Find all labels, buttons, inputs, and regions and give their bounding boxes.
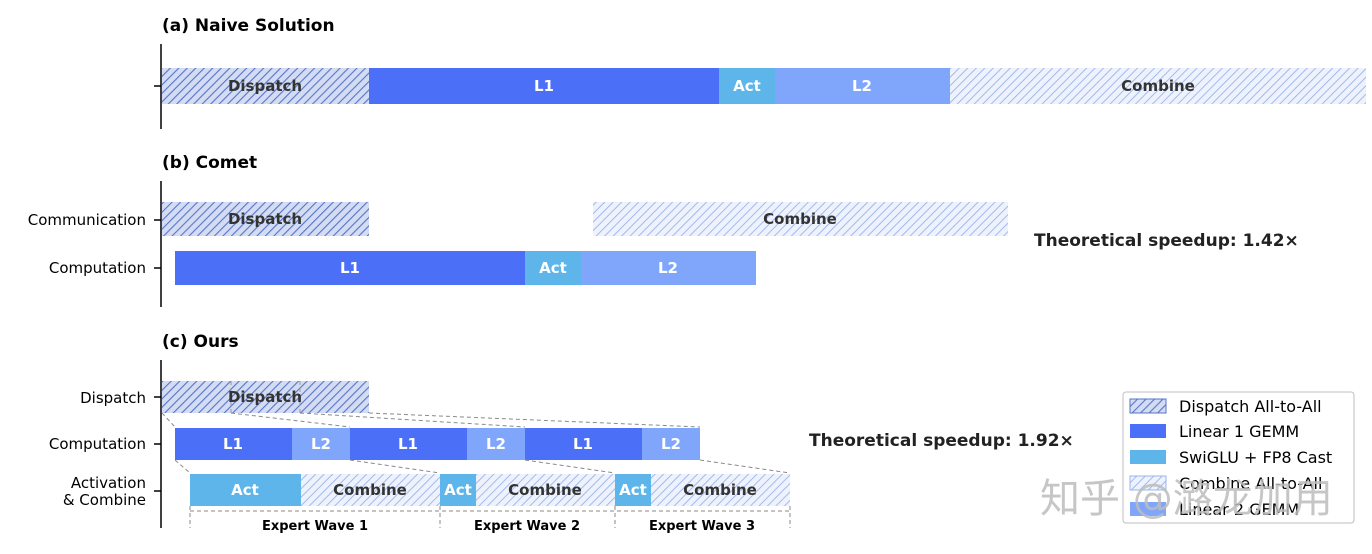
combine-segment xyxy=(301,474,440,506)
connector-line xyxy=(368,412,701,428)
connector-line xyxy=(299,412,526,428)
l1-label: L1 xyxy=(534,77,554,95)
l2-segment xyxy=(292,428,350,460)
act-label: Act xyxy=(231,481,259,499)
legend-label-dispatch: Dispatch All-to-All xyxy=(1179,397,1322,416)
dispatch-connectors xyxy=(161,412,701,428)
computation-connectors xyxy=(174,459,791,474)
panel-a: (a) Naive Solution Dispatch L1 Act L2 Co… xyxy=(154,16,1366,129)
legend-box xyxy=(1122,391,1355,524)
connector-line xyxy=(161,412,176,428)
connector-line xyxy=(699,459,791,474)
act-segment xyxy=(719,68,775,104)
l1-label: L1 xyxy=(573,435,593,453)
expert-wave-3-label: Expert Wave 3 xyxy=(649,519,755,534)
l1-segment xyxy=(175,428,292,460)
wave-brackets xyxy=(189,506,791,528)
legend-swatch-linear1 xyxy=(1130,424,1166,438)
speedup-comet: Theoretical speedup: 1.42× xyxy=(1034,231,1299,251)
panel-a-title: (a) Naive Solution xyxy=(162,16,335,36)
expert-wave-1-label: Expert Wave 1 xyxy=(262,519,368,534)
act-segment xyxy=(190,474,301,506)
legend: Dispatch All-to-All Linear 1 GEMM SwiGLU… xyxy=(1122,391,1355,524)
act-label: Act xyxy=(619,481,647,499)
legend-swatch-linear2 xyxy=(1130,502,1166,516)
l2-segment xyxy=(775,68,950,104)
row-label-computation: Computation xyxy=(49,435,146,453)
dispatch-label: Dispatch xyxy=(228,210,302,228)
combine-segment xyxy=(651,474,790,506)
legend-label-linear2: Linear 2 GEMM xyxy=(1179,500,1299,519)
combine-label: Combine xyxy=(1121,77,1195,95)
combine-label: Combine xyxy=(763,210,837,228)
panel-c: (c) Ours Dispatch Computation Activation… xyxy=(49,332,1074,534)
l1-label: L1 xyxy=(223,435,243,453)
combine-segment xyxy=(950,68,1366,104)
dispatch-label: Dispatch xyxy=(228,77,302,95)
combine-label: Combine xyxy=(333,481,407,499)
act-segment xyxy=(615,474,651,506)
panel-b: (b) Comet Communication Computation Disp… xyxy=(28,153,1299,307)
row-label-dispatch: Dispatch xyxy=(80,389,146,407)
legend-swatch-combine xyxy=(1129,475,1167,491)
act-label: Act xyxy=(539,259,567,277)
dispatch-segment xyxy=(162,202,369,236)
expert-wave-2-label: Expert Wave 2 xyxy=(474,519,580,534)
dispatch-label: Dispatch xyxy=(228,388,302,406)
l1-segment xyxy=(350,428,467,460)
legend-label-combine: Combine All-to-All xyxy=(1179,474,1322,493)
combine-segment xyxy=(476,474,615,506)
speedup-ours: Theoretical speedup: 1.92× xyxy=(809,431,1074,451)
l2-label: L2 xyxy=(658,259,678,277)
connector-line xyxy=(524,459,616,474)
row-label-combine: & Combine xyxy=(63,491,146,509)
l1-label: L1 xyxy=(398,435,418,453)
row-label-activation: Activation xyxy=(71,474,146,492)
l2-segment xyxy=(467,428,525,460)
l2-label: L2 xyxy=(311,435,331,453)
l1-label: L1 xyxy=(340,259,360,277)
l2-label: L2 xyxy=(486,435,506,453)
connector-line xyxy=(174,459,191,474)
legend-swatch-dispatch xyxy=(1129,398,1167,414)
connector-line xyxy=(230,412,351,428)
legend-label-linear1: Linear 1 GEMM xyxy=(1179,422,1299,441)
l2-segment xyxy=(581,251,756,285)
panel-c-title: (c) Ours xyxy=(162,332,239,352)
act-segment xyxy=(525,251,581,285)
act-label: Act xyxy=(444,481,472,499)
l2-label: L2 xyxy=(852,77,872,95)
row-label-computation: Computation xyxy=(49,259,146,277)
l2-label: L2 xyxy=(661,435,681,453)
watermark: 知乎 @潞龙加用 xyxy=(1040,476,1333,522)
dispatch-segment xyxy=(162,381,369,413)
l2-segment xyxy=(642,428,700,460)
act-label: Act xyxy=(733,77,761,95)
dispatch-segment xyxy=(162,68,369,104)
combine-label: Combine xyxy=(508,481,582,499)
panel-b-title: (b) Comet xyxy=(162,153,257,173)
connector-line xyxy=(349,459,441,474)
act-segment xyxy=(440,474,476,506)
legend-label-swiglu: SwiGLU + FP8 Cast xyxy=(1179,448,1332,467)
l1-segment xyxy=(369,68,719,104)
l1-segment xyxy=(175,251,525,285)
row-label-communication: Communication xyxy=(28,211,146,229)
legend-swatch-swiglu xyxy=(1130,450,1166,464)
combine-segment xyxy=(593,202,1008,236)
l1-segment xyxy=(525,428,642,460)
combine-label: Combine xyxy=(683,481,757,499)
